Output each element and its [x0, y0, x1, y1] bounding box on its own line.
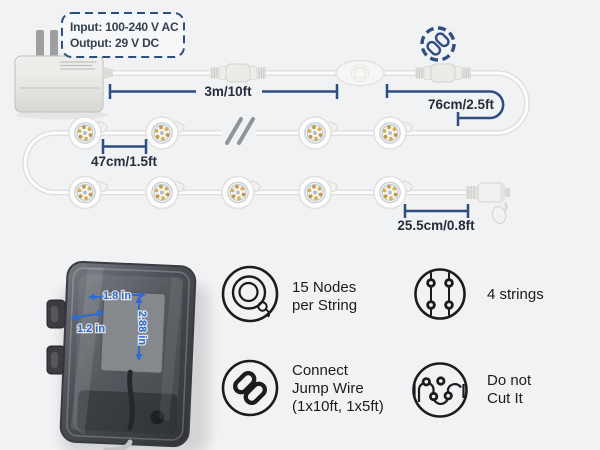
- box-height-text: 2.88 in: [136, 311, 148, 346]
- jump-wire-link-icon: [420, 26, 456, 62]
- connector-cap: [491, 206, 507, 224]
- feature-four-strings: 4 strings: [414, 268, 544, 320]
- waterproof-box: 1.8 in 1.2 in 2.88 in: [46, 260, 209, 450]
- dimension-node-spacing-text: 47cm/1.5ft: [91, 154, 158, 169]
- feature-label: Do not: [487, 372, 532, 389]
- four-strings-icon: [414, 268, 466, 320]
- dimension-node-spacing: 47cm/1.5ft: [91, 139, 158, 169]
- feature-label: per String: [292, 297, 357, 314]
- box-width-text: 1.8 in: [103, 290, 131, 302]
- adapter-spec-label: Input: 100-240 V AC Output: 29 V DC: [61, 12, 185, 58]
- box-depth-text: 1.2 in: [77, 323, 105, 335]
- chain-link-icon: [221, 359, 279, 417]
- feature-label: Jump Wire: [292, 380, 364, 397]
- dimension-end-tail: 25.5cm/0.8ft: [397, 204, 475, 233]
- dimension-power-cord-text: 3m/10ft: [204, 84, 252, 99]
- box-dimensions: 1.8 in 1.2 in 2.88 in: [70, 289, 149, 361]
- dimension-jump-wire-text: 76cm/2.5ft: [428, 97, 495, 112]
- end-connector: [466, 182, 510, 224]
- feature-label: (1x10ft, 1x5ft): [292, 398, 384, 415]
- coil-icon: [221, 265, 279, 323]
- inline-controller: [335, 59, 385, 87]
- dimension-power-cord: 3m/10ft: [108, 84, 339, 99]
- feature-jump-wire: Connect Jump Wire (1x10ft, 1x5ft): [221, 359, 384, 417]
- dimension-end-tail-text: 25.5cm/0.8ft: [397, 218, 475, 233]
- plug-prong: [50, 30, 58, 60]
- adapter-inside-box: [99, 290, 167, 375]
- feature-label: 15 Nodes: [292, 279, 356, 296]
- do-not-cut-icon: [412, 362, 468, 418]
- string-cable: [22, 70, 530, 196]
- cable-connector: [209, 63, 267, 83]
- spec-input-text: Input: 100-240 V AC: [70, 20, 179, 34]
- jump-wire-connector: [414, 63, 472, 83]
- feature-label: Cut It: [487, 390, 524, 407]
- feature-label: 4 strings: [487, 286, 544, 303]
- feature-label: Connect: [292, 362, 349, 379]
- feature-no-cut: Do not Cut It: [412, 362, 532, 418]
- feature-nodes-per-string: 15 Nodes per String: [221, 265, 357, 323]
- break-mark: [222, 117, 256, 145]
- spec-output-text: Output: 29 V DC: [70, 36, 160, 50]
- power-adapter: [14, 30, 113, 120]
- plug-prong: [36, 30, 44, 60]
- dimension-jump-wire: 76cm/2.5ft: [385, 84, 505, 126]
